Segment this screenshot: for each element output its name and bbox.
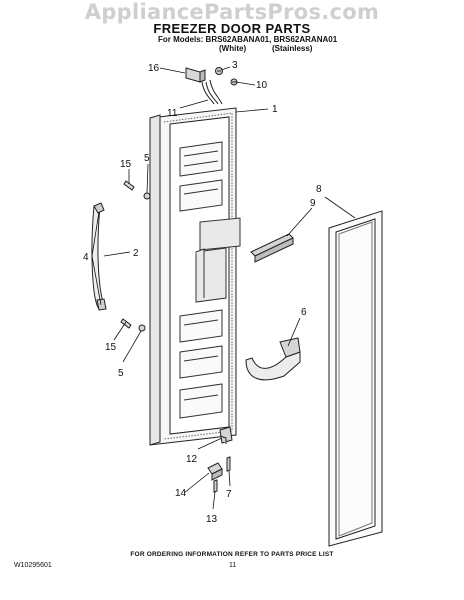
callout-5-upper: 5 — [144, 153, 150, 164]
callout-4: 4 — [83, 252, 89, 263]
callout-11: 11 — [167, 108, 178, 119]
door-handle — [91, 202, 107, 311]
document-number: W10295601 — [14, 562, 52, 569]
callout-6: 6 — [301, 307, 307, 318]
callout-14: 14 — [175, 488, 187, 499]
variant-stainless: (Stainless) — [272, 44, 313, 53]
callout-15-lower: 15 — [105, 342, 117, 353]
retainer-strip — [250, 233, 294, 263]
freezer-door — [149, 107, 241, 446]
callout-13: 13 — [206, 514, 218, 525]
model-numbers: For Models: BRS62ABANA01, BRS62ARANA01 — [158, 35, 338, 44]
door-gasket-seat — [163, 112, 233, 440]
callout-8: 8 — [316, 184, 322, 195]
watermark: AppliancePartsPros.com — [84, 0, 380, 24]
callout-1: 1 — [272, 104, 278, 115]
leader-lines — [91, 66, 356, 510]
variant-white: (White) — [219, 44, 247, 53]
ice-dispenser-housing — [195, 217, 241, 303]
callout-7: 7 — [226, 489, 232, 500]
door-front-face — [149, 114, 161, 446]
ordering-note: FOR ORDERING INFORMATION REFER TO PARTS … — [130, 551, 334, 558]
door-bins — [179, 141, 223, 419]
bin-bracket — [245, 337, 301, 381]
handle-fasteners — [120, 180, 151, 332]
callout-16: 16 — [148, 63, 160, 74]
wire-harness — [185, 67, 223, 105]
callout-10: 10 — [256, 80, 268, 91]
callout-5-lower: 5 — [118, 368, 124, 379]
hinge-screws — [215, 67, 238, 86]
callout-15-upper: 15 — [120, 159, 132, 170]
callout-3: 3 — [232, 60, 238, 71]
callout-9: 9 — [310, 198, 316, 209]
callout-2: 2 — [133, 248, 139, 259]
page-title: FREEZER DOOR PARTS — [153, 21, 311, 36]
page-number: 11 — [229, 562, 237, 569]
door-gasket — [328, 210, 383, 547]
callout-12: 12 — [186, 454, 198, 465]
